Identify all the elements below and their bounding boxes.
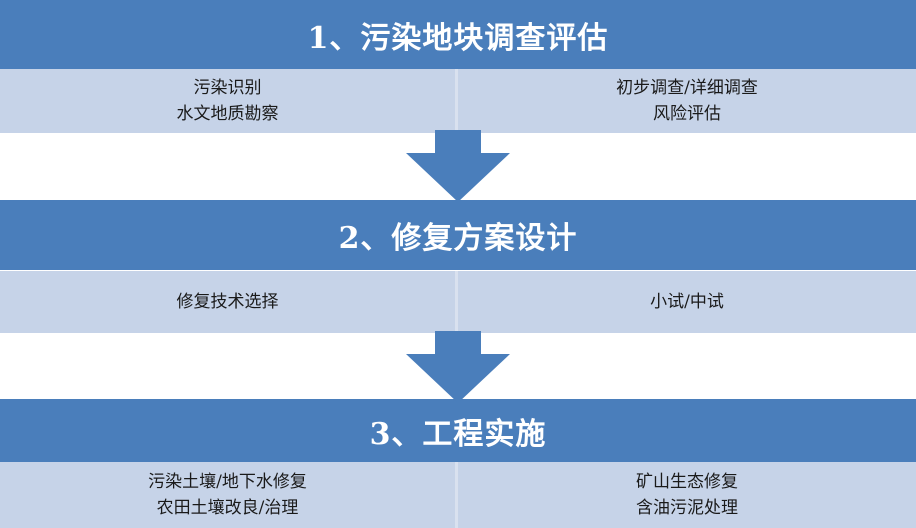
stage-2-title: 2、修复方案设计 xyxy=(338,221,578,256)
stage-2-right-line-1: 小试/中试 xyxy=(650,291,724,312)
stage-2-body: 修复技术选择 小试/中试 xyxy=(0,271,916,333)
stage-3-column-right: 矿山生态修复 含油污泥处理 xyxy=(458,462,916,528)
stage-1-column-left: 污染识别 水文地质勘察 xyxy=(0,69,458,133)
stage-1-right-line-2: 风险评估 xyxy=(653,103,721,124)
stage-3-left-line-1: 污染土壤/地下水修复 xyxy=(148,471,307,492)
stage-3-left-line-2: 农田土壤改良/治理 xyxy=(156,497,299,518)
stage-3-right-line-1: 矿山生态修复 xyxy=(636,471,738,492)
stage-1-left-line-1: 污染识别 xyxy=(193,77,262,98)
down-arrow-icon xyxy=(406,130,510,202)
stage-2-header: 2、修复方案设计 xyxy=(0,200,916,270)
stage-3-column-left: 污染土壤/地下水修复 农田土壤改良/治理 xyxy=(0,462,458,528)
stage-2-column-left: 修复技术选择 xyxy=(0,271,458,333)
stage-3-right-line-2: 含油污泥处理 xyxy=(636,497,738,518)
stage-1-header: 1、污染地块调查评估 xyxy=(0,0,916,69)
stage-2-left-line-1: 修复技术选择 xyxy=(176,291,279,312)
stage-2-column-right: 小试/中试 xyxy=(458,271,916,333)
stage-1-left-line-2: 水文地质勘察 xyxy=(176,103,279,124)
stage-1-right-line-1: 初步调查/详细调查 xyxy=(616,77,758,98)
down-arrow-icon xyxy=(406,331,510,403)
stage-1-body: 污染识别 水文地质勘察 初步调查/详细调查 风险评估 xyxy=(0,69,916,133)
stage-1-column-right: 初步调查/详细调查 风险评估 xyxy=(458,69,916,133)
stage-3-body: 污染土壤/地下水修复 农田土壤改良/治理 矿山生态修复 含油污泥处理 xyxy=(0,462,916,528)
stage-3-title: 3、工程实施 xyxy=(369,416,547,452)
stage-3-header: 3、工程实施 xyxy=(0,399,916,462)
stage-1-title: 1、污染地块调查评估 xyxy=(307,20,609,56)
